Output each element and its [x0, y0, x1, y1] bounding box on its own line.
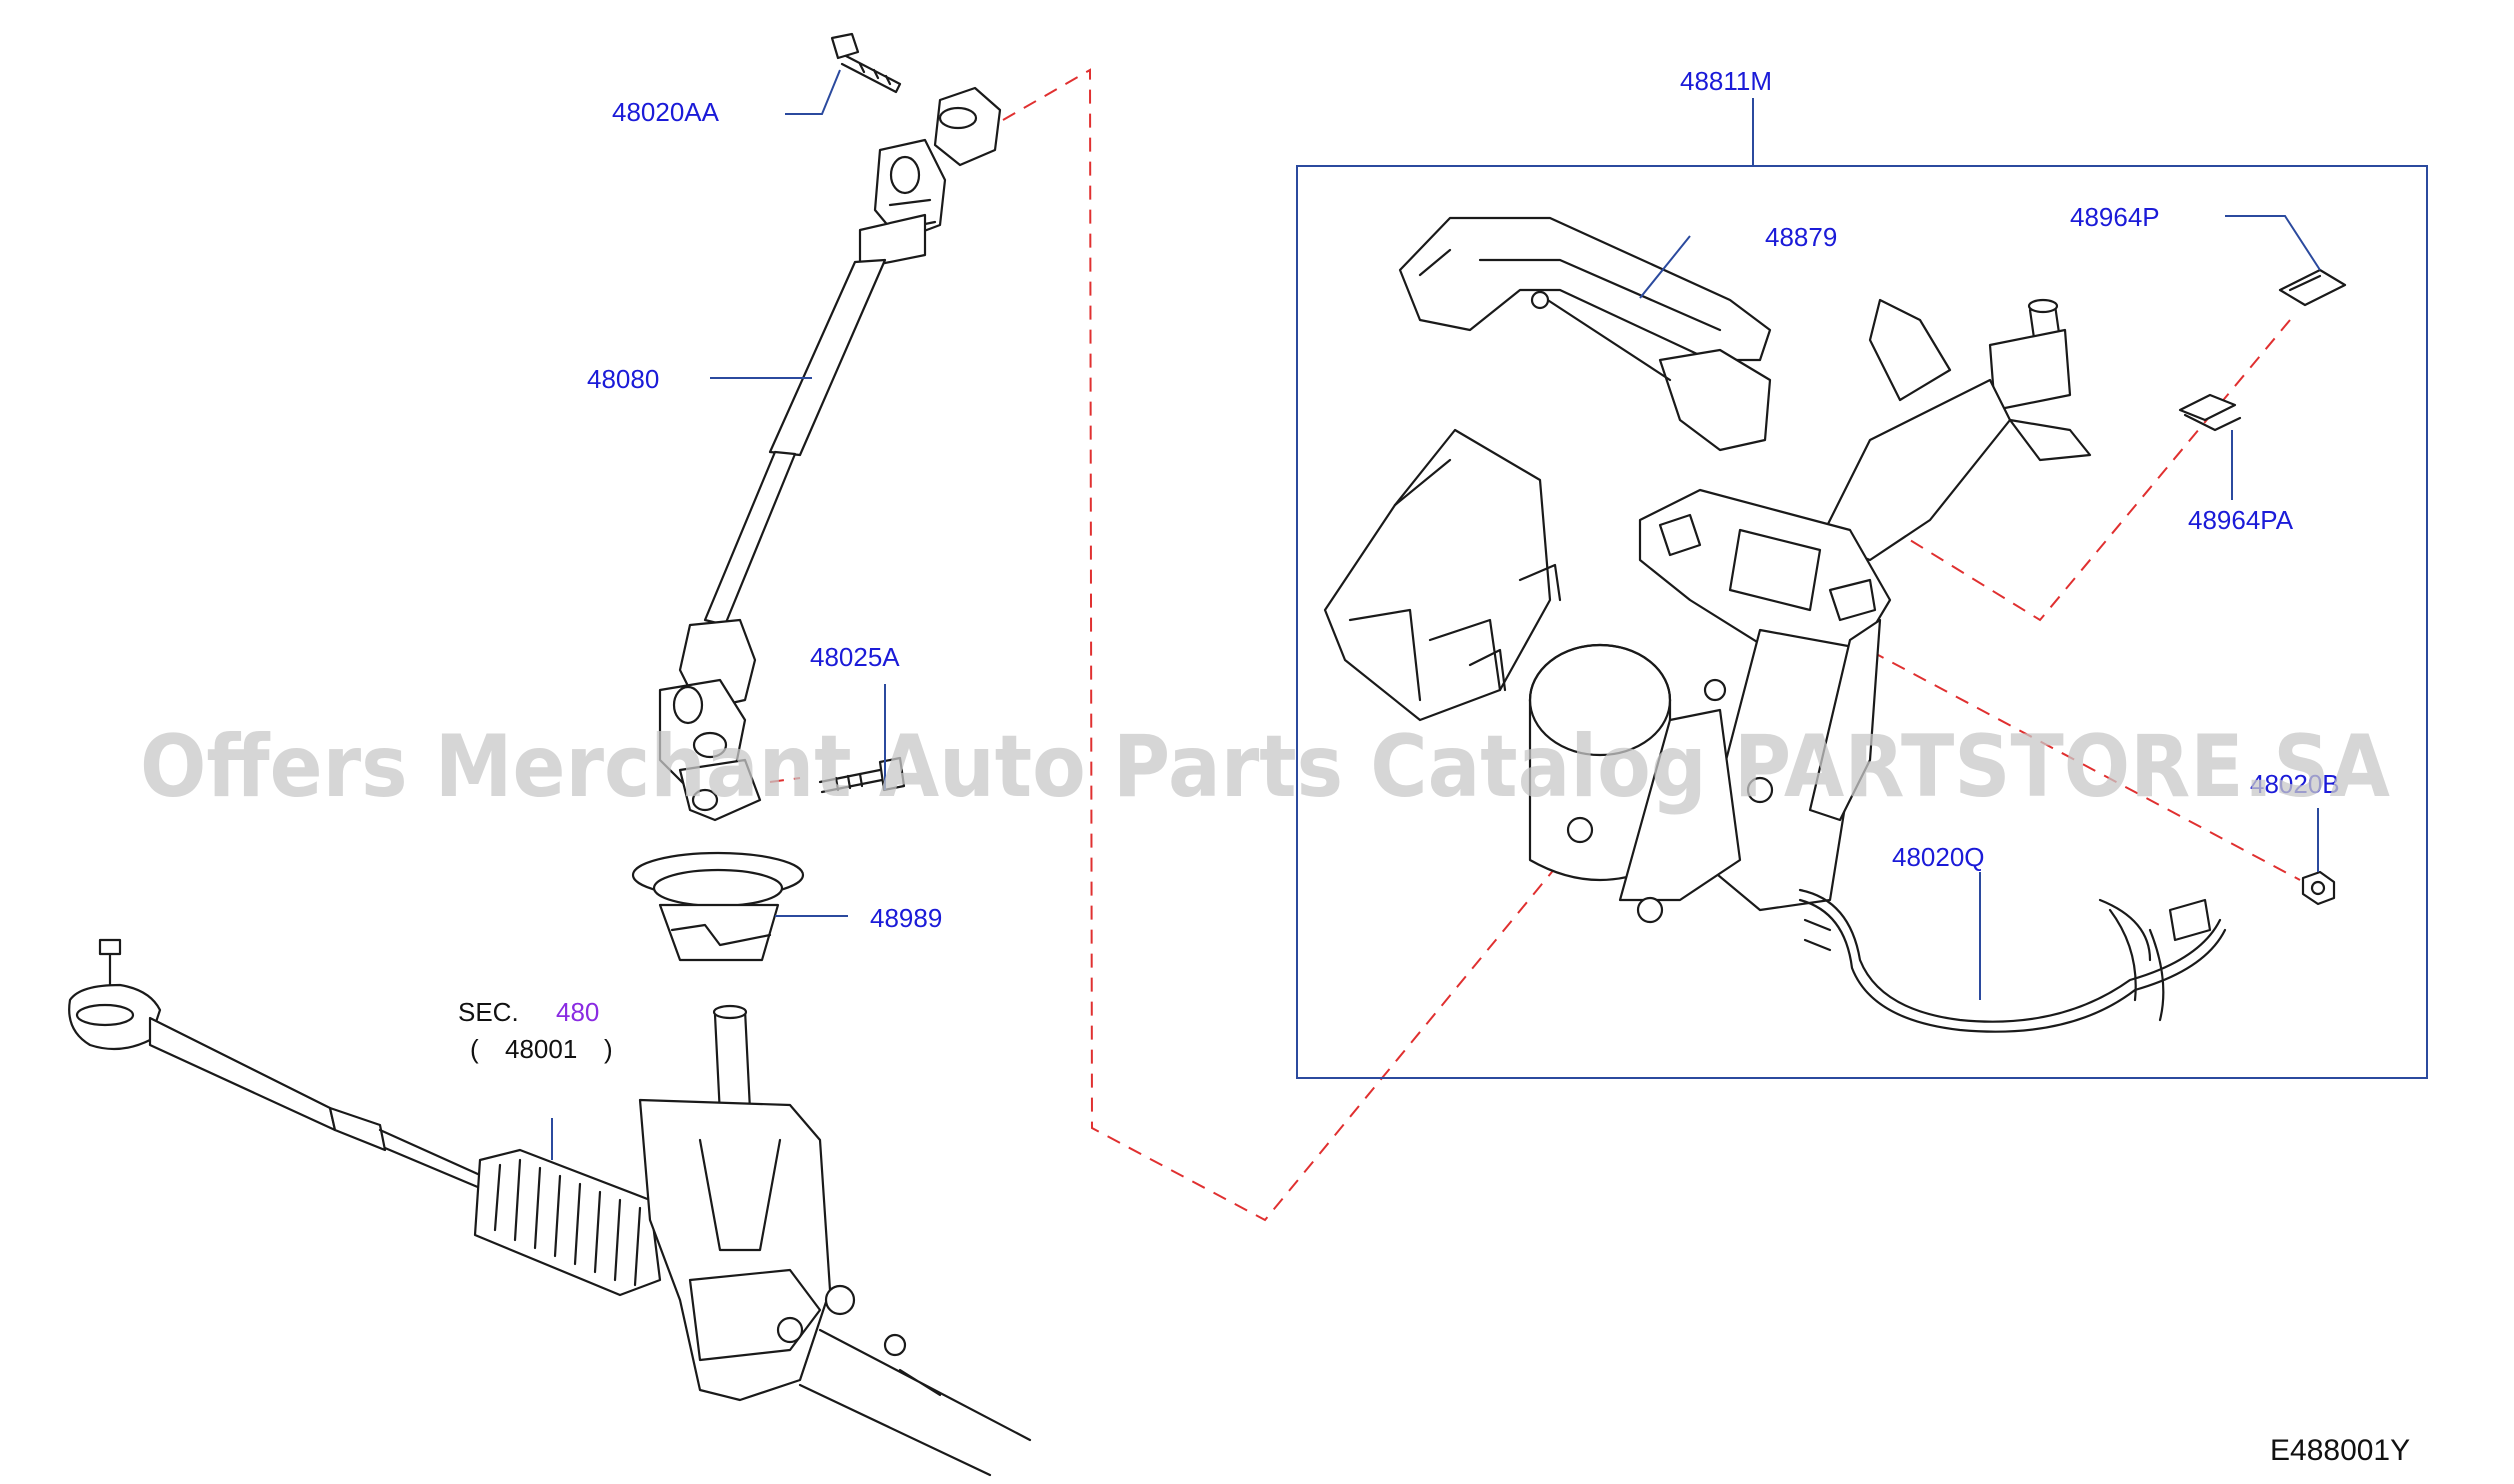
label-48020aa[interactable]: 48020AA	[612, 97, 720, 127]
watermark-text: Offers Merchant Auto Parts Catalog PARTS…	[140, 717, 2390, 817]
clip-48964pa-drawing	[2178, 393, 2242, 432]
control-module-drawing	[1323, 428, 1562, 722]
label-48879[interactable]: 48879	[1765, 222, 1837, 252]
label-48080[interactable]: 48080	[587, 364, 659, 394]
steering-gear-drawing	[68, 938, 1032, 1477]
label-48020b[interactable]: 48020B	[2250, 769, 2340, 799]
label-48811m[interactable]: 48811M	[1680, 66, 1772, 96]
hole-cover-48989-drawing	[631, 851, 805, 962]
upper-universal-joint-drawing	[858, 86, 1002, 270]
label-48020q[interactable]: 48020Q	[1892, 842, 1985, 872]
label-48025a[interactable]: 48025A	[810, 642, 900, 672]
label-48964pa[interactable]: 48964PA	[2188, 505, 2294, 535]
bracket-48879-drawing	[1398, 216, 1772, 452]
section-paren-open: (	[470, 1034, 479, 1064]
label-48989[interactable]: 48989	[870, 903, 942, 933]
section-number[interactable]: 480	[556, 997, 599, 1027]
intermediate-shaft-48080-drawing	[703, 258, 887, 627]
lower-universal-joint-drawing	[658, 618, 762, 822]
clip-48964p-drawing	[2278, 268, 2347, 307]
steering-column-drawing	[1528, 298, 2092, 924]
section-ref-number: 48001	[505, 1034, 577, 1064]
section-reference[interactable]: SEC. 480 ( 48001 )	[458, 997, 613, 1064]
label-48964p[interactable]: 48964P	[2070, 202, 2160, 232]
figure-code: E488001Y	[2270, 1434, 2410, 1467]
leader-lines-right	[1639, 215, 2321, 1000]
leader-lines-left	[551, 69, 886, 1160]
nut-48020b-drawing	[2301, 870, 2336, 906]
section-paren-close: )	[604, 1034, 613, 1064]
column-assembly-frame	[1296, 165, 2428, 1079]
section-prefix: SEC.	[458, 997, 519, 1027]
bolt-48020aa-drawing	[830, 32, 902, 94]
harness-48020q-drawing	[1798, 888, 2227, 1033]
